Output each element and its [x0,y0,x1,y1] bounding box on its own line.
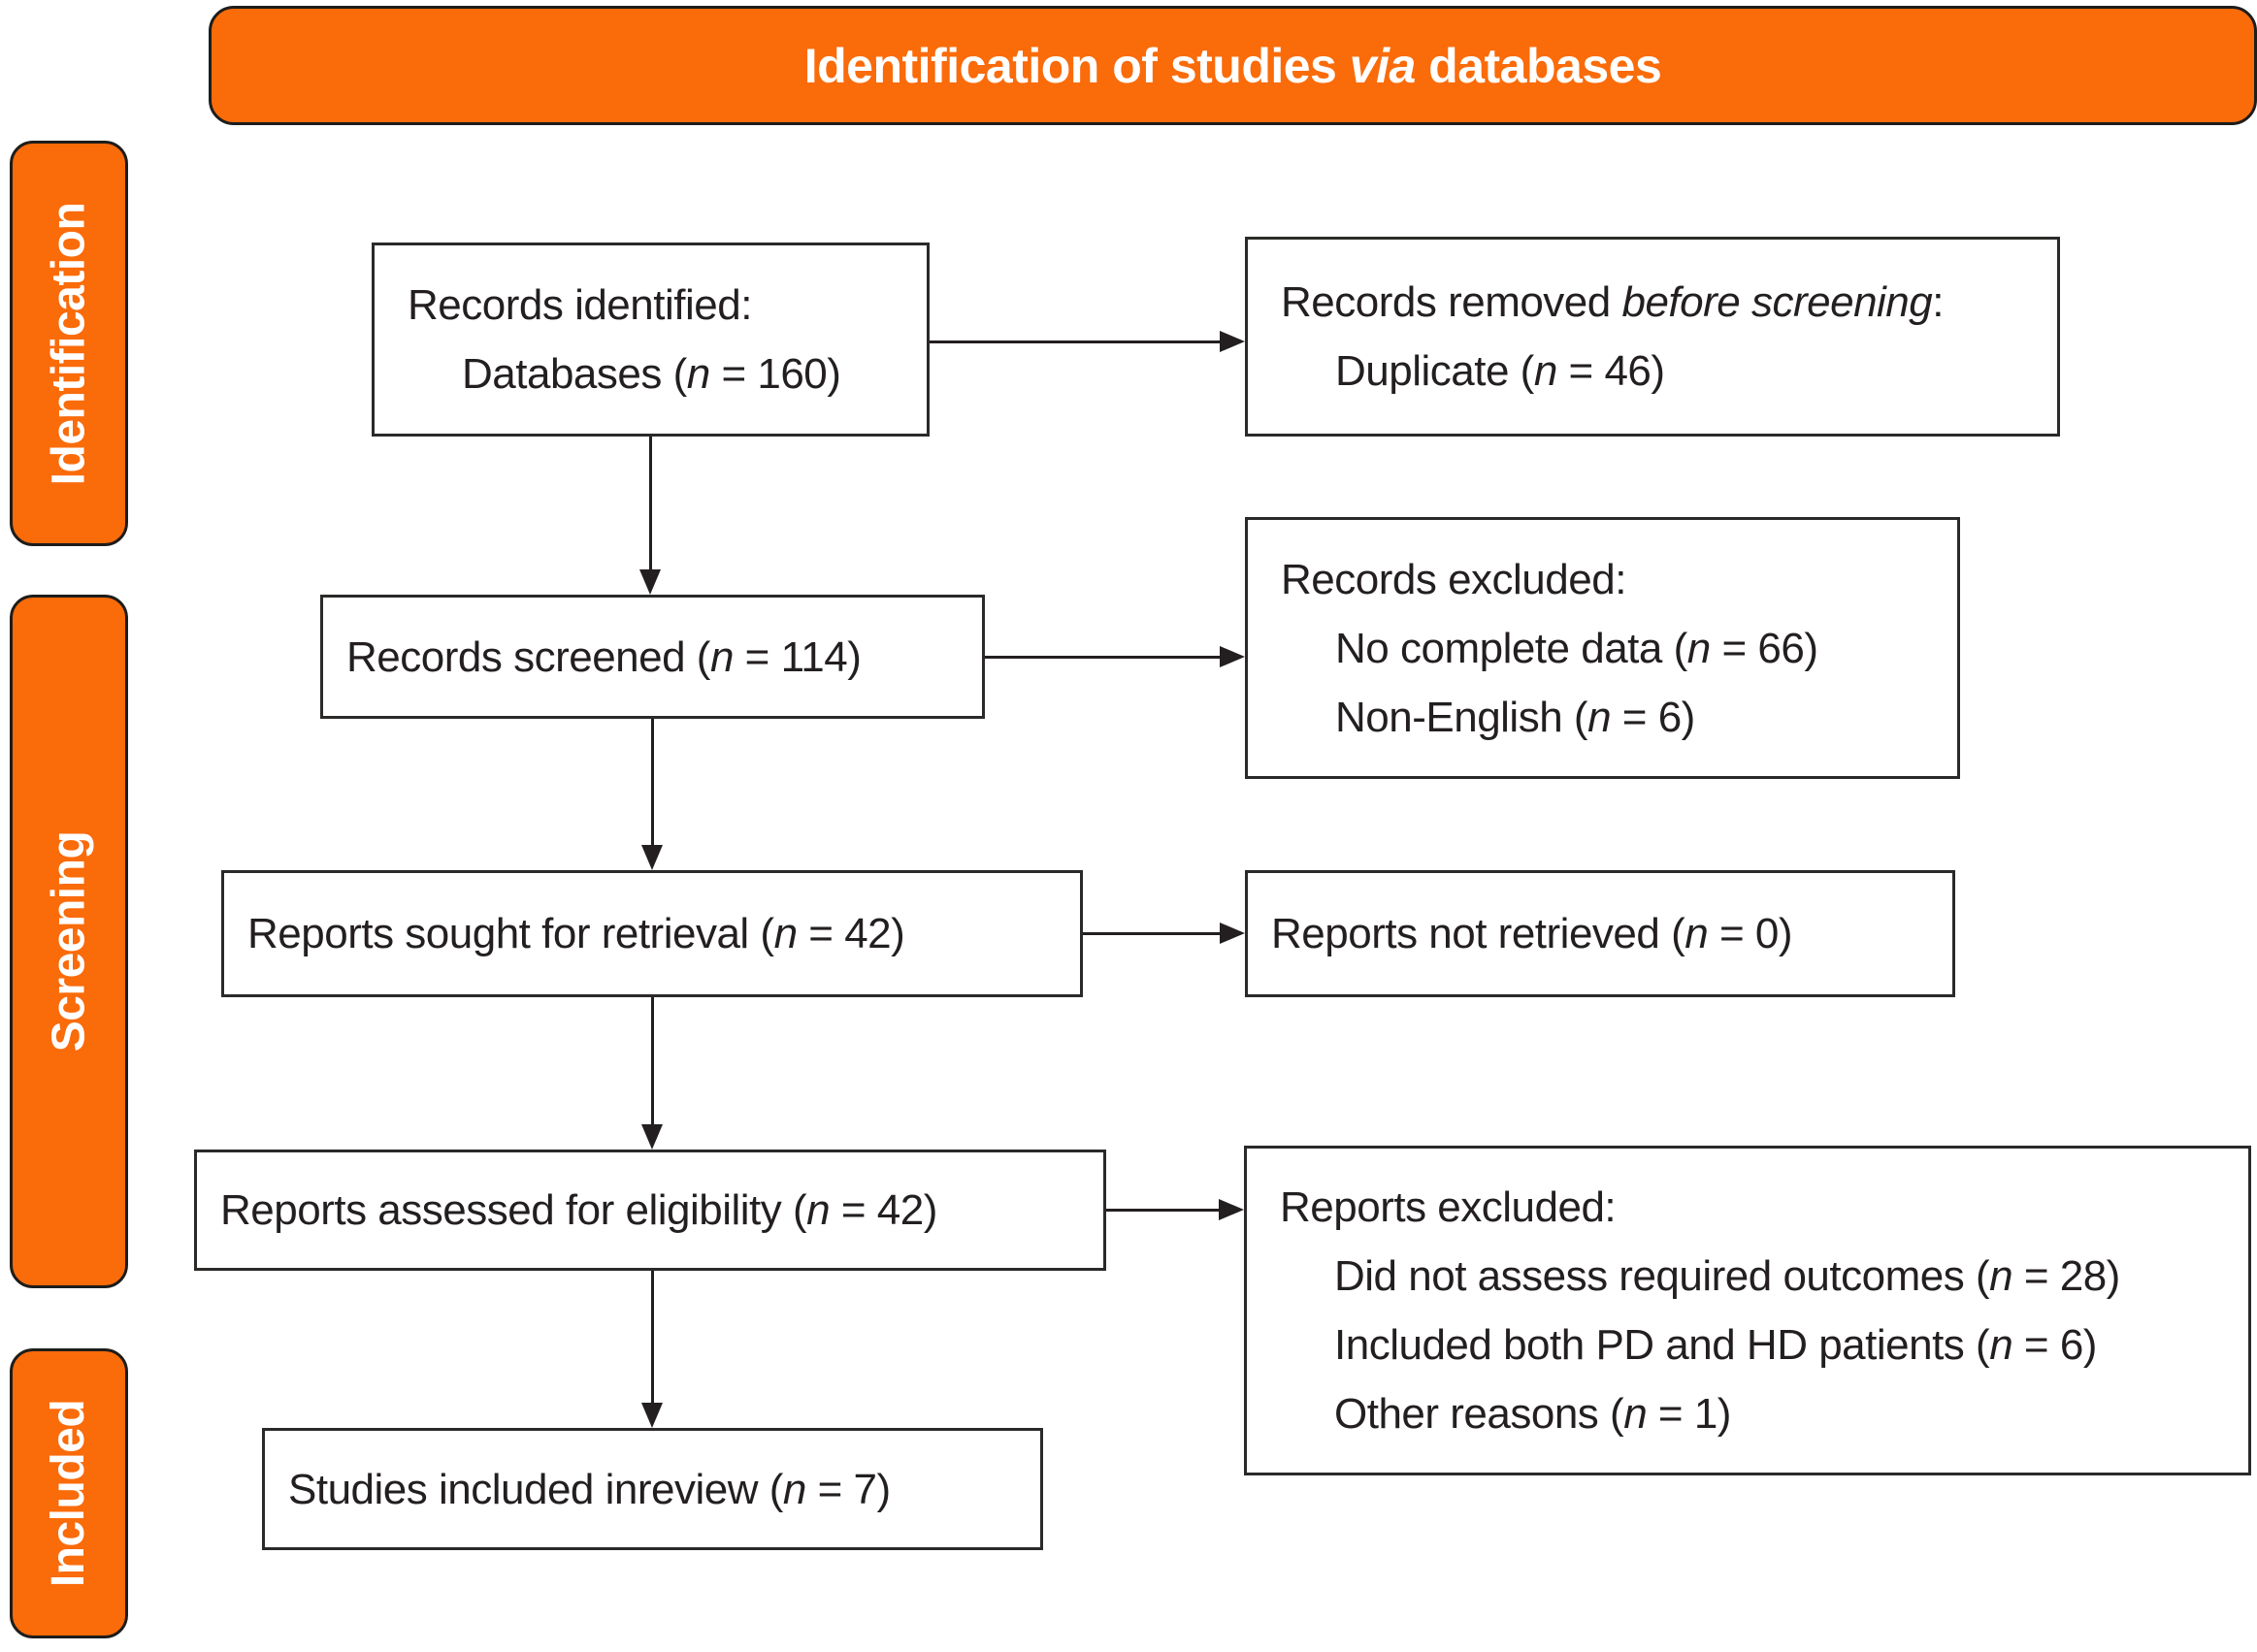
reports-sought-line: Reports sought for retrieval (n = 42) [247,910,905,957]
rail-identification: Identification [10,141,128,546]
header-title: Identification of studies via databases [803,38,1662,93]
arrow-line [651,1271,654,1404]
rail-screening-label: Screening [43,830,95,1053]
reports-excluded-line2: Did not assess required outcomes (n = 28… [1334,1252,2120,1300]
arrow-head-icon [641,1124,663,1150]
arrow-line [1106,1209,1220,1212]
reports-excluded-line3: Included both PD and HD patients (n = 6) [1334,1321,2097,1369]
arrow-head-icon [641,845,663,870]
reports-not-retrieved-line: Reports not retrieved (n = 0) [1271,910,1793,957]
arrow-line [651,719,654,846]
records-screened-line: Records screened (n = 114) [346,632,862,681]
arrow-head-icon [1220,331,1245,352]
box-records-identified: Records identified: Databases (n = 160) [372,243,930,437]
box-reports-not-retrieved: Reports not retrieved (n = 0) [1245,870,1955,997]
records-excluded-line1: Records excluded: [1281,555,1626,603]
box-reports-excluded: Reports excluded: Did not assess require… [1244,1146,2251,1475]
reports-assessed-line: Reports assessed for eligibility (n = 42… [220,1186,937,1234]
records-removed-line1: Records removed before screening: [1281,278,1944,326]
records-identified-line1: Records identified: [408,281,752,329]
records-removed-line2: Duplicate (n = 46) [1335,347,1665,395]
arrow-line [1083,932,1221,935]
records-excluded-line3: Non-English (n = 6) [1335,693,1695,741]
box-records-removed-before-screening: Records removed before screening: Duplic… [1245,237,2060,437]
box-reports-sought: Reports sought for retrieval (n = 42) [221,870,1083,997]
header-banner: Identification of studies via databases [209,6,2257,125]
arrow-head-icon [1220,923,1245,944]
arrow-head-icon [1219,1199,1244,1220]
arrow-head-icon [639,569,661,595]
arrow-line [930,340,1221,343]
reports-excluded-line4: Other reasons (n = 1) [1334,1390,1731,1438]
records-excluded-line2: No complete data (n = 66) [1335,624,1818,672]
rail-included-label: Included [43,1399,95,1588]
rail-included: Included [10,1348,128,1638]
reports-excluded-line1: Reports excluded: [1280,1183,1617,1231]
box-reports-assessed: Reports assessed for eligibility (n = 42… [194,1150,1106,1271]
rail-identification-label: Identification [43,202,95,485]
records-identified-line2: Databases (n = 160) [462,350,841,398]
arrow-line [651,997,654,1125]
arrow-line [985,656,1221,659]
arrow-head-icon [1220,646,1245,667]
studies-included-line: Studies included inreview (n = 7) [288,1465,891,1513]
box-records-screened: Records screened (n = 114) [320,595,985,719]
box-studies-included: Studies included inreview (n = 7) [262,1428,1043,1550]
arrow-line [649,437,652,570]
box-records-excluded: Records excluded: No complete data (n = … [1245,517,1960,779]
arrow-head-icon [641,1403,663,1428]
rail-screening: Screening [10,595,128,1288]
